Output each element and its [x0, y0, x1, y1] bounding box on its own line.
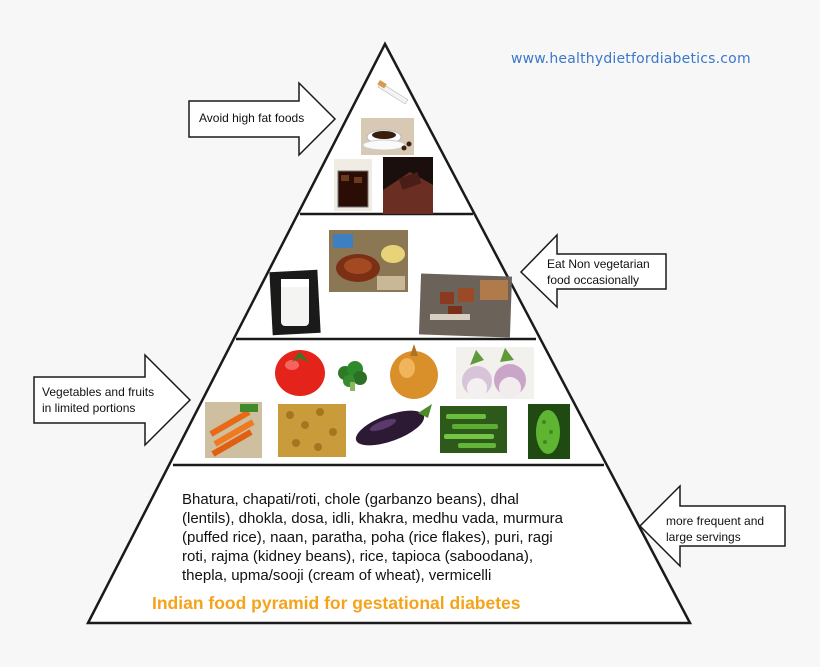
onion-icon: [390, 344, 438, 399]
arrow-right-top: [188, 81, 337, 157]
meat-dish-icon: [329, 230, 408, 292]
eggplant-icon: [355, 404, 432, 446]
bitter-gourd-icon: [528, 404, 570, 459]
website-url: www.healthydietfordiabetics.com: [511, 51, 751, 67]
arrow-left-bottom: [638, 484, 786, 568]
arrow-label-vegetables: Vegetables and fruits in limited portion…: [42, 385, 155, 415]
base-foods-text: Bhatura, chapati/roti, chole (garbanzo b…: [182, 491, 564, 584]
pyramid-title: Indian food pyramid for gestational diab…: [152, 593, 521, 613]
pyramid-outline: [85, 41, 693, 625]
arrow-left-upper: [519, 233, 667, 309]
green-beans-icon: [440, 406, 507, 453]
beans-icon: [278, 404, 346, 457]
turnips-icon: [456, 347, 534, 399]
cola-icon: [334, 159, 372, 211]
arrow-right-lower: [33, 353, 192, 447]
coffee-icon: [361, 118, 414, 155]
grilled-meat-icon: [418, 273, 513, 338]
arrow-label-non-veg: Eat Non vegetarian food occasionally: [547, 257, 650, 287]
carrots-icon: [205, 402, 262, 458]
arrow-label-avoid-high-fat: Avoid high fat foods: [199, 111, 305, 125]
cigarette-icon: [377, 79, 409, 105]
chocolate-icon: [383, 157, 433, 214]
milk-icon: [269, 269, 321, 336]
arrow-label-frequent-servings: more frequent and large servings: [666, 514, 765, 544]
tomato-icon: [275, 350, 325, 396]
broccoli-icon: [338, 361, 367, 391]
